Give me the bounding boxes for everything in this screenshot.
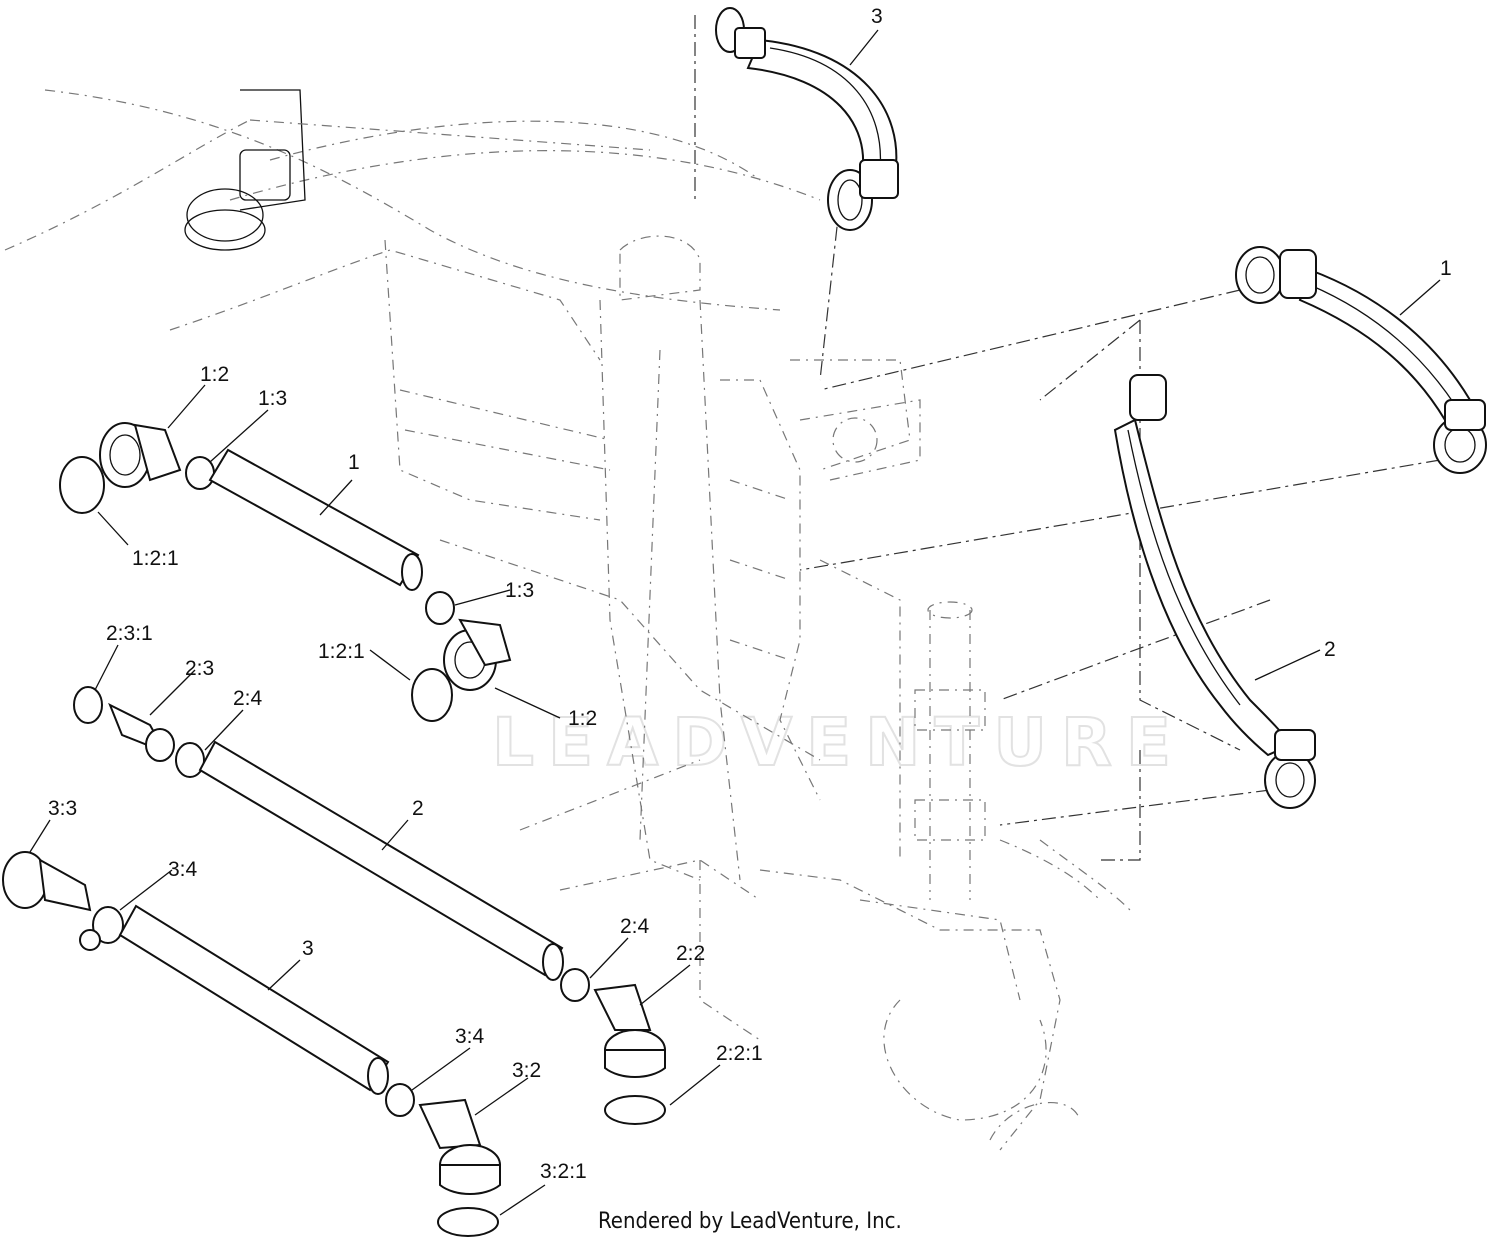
label-1-2-1-lower: 1:2:1 <box>318 640 365 663</box>
label-2-right: 2 <box>1324 638 1336 661</box>
label-3-2-1: 3:2:1 <box>540 1160 587 1183</box>
label-3-top: 3 <box>871 5 883 28</box>
label-1-right: 1 <box>1440 257 1452 280</box>
exploded-hose-3 <box>2 851 501 1237</box>
label-1-3-upper: 1:3 <box>258 387 287 410</box>
label-2-middle: 2 <box>412 797 424 820</box>
assembled-hose-3 <box>715 7 899 231</box>
label-2-2: 2:2 <box>676 942 705 965</box>
label-3-4-upper: 3:4 <box>168 858 198 881</box>
label-1-2-lower: 1:2 <box>568 707 597 730</box>
assembled-hose-2 <box>1113 374 1316 809</box>
label-2-4-upper: 2:4 <box>233 687 263 710</box>
label-2-3: 2:3 <box>185 657 214 680</box>
label-3-2: 3:2 <box>512 1059 541 1082</box>
label-1-2-upper: 1:2 <box>200 363 229 386</box>
label-1-middle: 1 <box>348 451 360 474</box>
label-2-2-1: 2:2:1 <box>716 1042 763 1065</box>
leader-lines <box>29 29 1441 1216</box>
label-3-4-lower: 3:4 <box>455 1025 485 1048</box>
label-1-2-1-upper: 1:2:1 <box>132 547 179 570</box>
label-3-middle: 3 <box>302 937 314 960</box>
machine-frame-outline <box>4 89 1131 1151</box>
upper-left-fitting <box>184 89 651 251</box>
reference-lines <box>694 15 1441 861</box>
label-2-3-1: 2:3:1 <box>106 622 153 645</box>
label-3-3: 3:3 <box>48 797 77 820</box>
callout-labels: 3 1 2 1:2 1:3 1 1:2:1 1:3 1:2:1 1:2 2:3:… <box>48 5 1452 1183</box>
credit-text: Rendered by LeadVenture, Inc. <box>598 1209 902 1234</box>
label-1-3-lower: 1:3 <box>505 579 534 602</box>
assembled-hose-1 <box>1235 246 1487 474</box>
watermark-text: LEADVENTURE <box>492 704 1185 781</box>
exploded-hose-2 <box>73 686 666 1125</box>
exploded-hose-1 <box>59 422 512 722</box>
label-2-4-lower: 2:4 <box>620 915 650 938</box>
